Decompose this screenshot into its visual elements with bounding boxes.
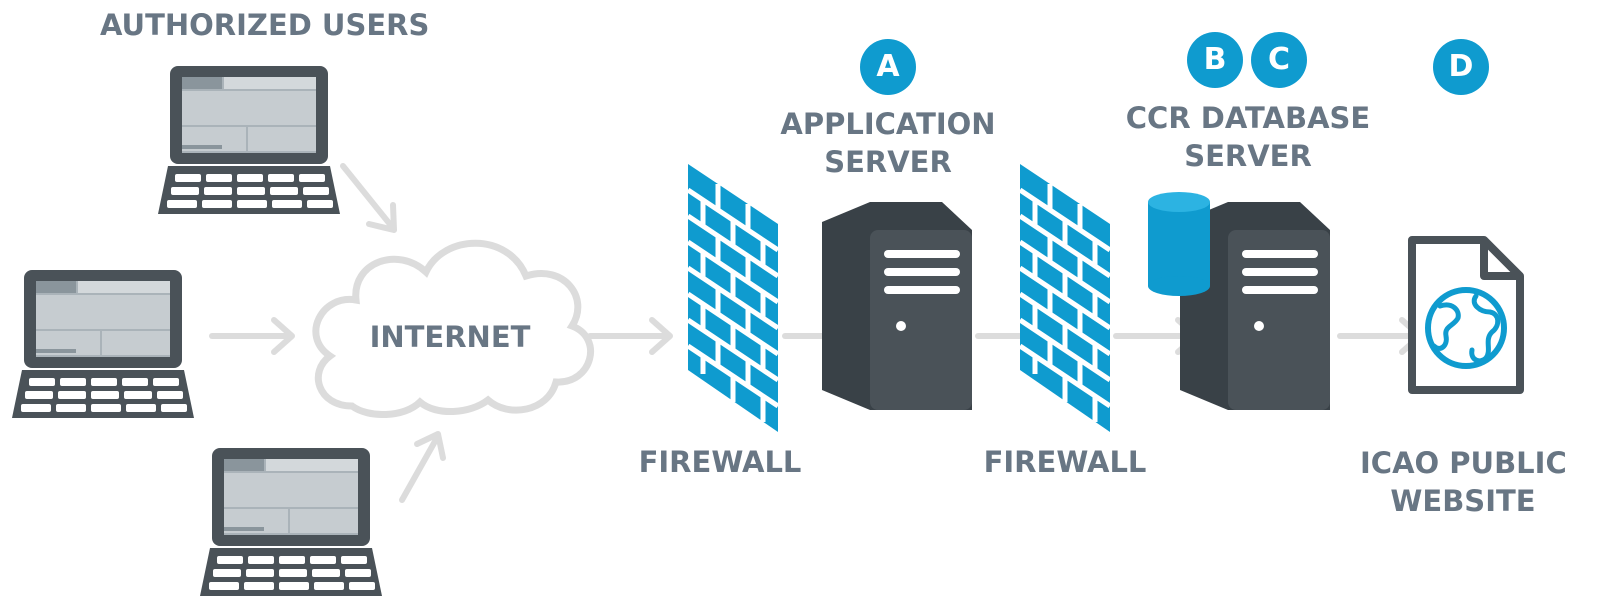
cloud-icon (312, 239, 594, 419)
app-server-label-line2: SERVER (824, 145, 952, 179)
badge-c: C (1251, 32, 1307, 88)
arrow-laptop1-to-internet (340, 163, 397, 233)
db-server-label-line1: CCR DATABASE (1125, 101, 1371, 135)
laptop-icon-3 (200, 448, 382, 596)
database-cylinder-icon (1148, 192, 1210, 296)
badge-d: D (1433, 39, 1489, 95)
badge-a: A (860, 39, 916, 95)
globe-icon (1425, 287, 1507, 369)
firewall-label-1: FIREWALL (638, 445, 802, 479)
arrow-laptop2-to-internet (212, 320, 292, 352)
db-server-label-line2: SERVER (1184, 139, 1312, 173)
firewall-icon-2 (1020, 164, 1110, 432)
firewall-icon-1 (688, 164, 778, 432)
laptop-icon-1 (158, 66, 340, 214)
badge-b: B (1187, 32, 1243, 88)
app-server-label-line1: APPLICATION (780, 107, 996, 141)
arrow-internet-to-firewall (590, 320, 670, 352)
arrow-laptop3-to-internet (399, 431, 446, 503)
authorized-users-label: AUTHORIZED USERS (100, 8, 430, 42)
laptop-icon-2 (12, 270, 194, 418)
public-website-label-line2: WEBSITE (1390, 484, 1536, 518)
application-server-icon (822, 202, 972, 410)
internet-label: INTERNET (369, 320, 531, 354)
firewall-label-2: FIREWALL (983, 445, 1147, 479)
public-website-label-line1: ICAO PUBLIC (1360, 446, 1567, 480)
